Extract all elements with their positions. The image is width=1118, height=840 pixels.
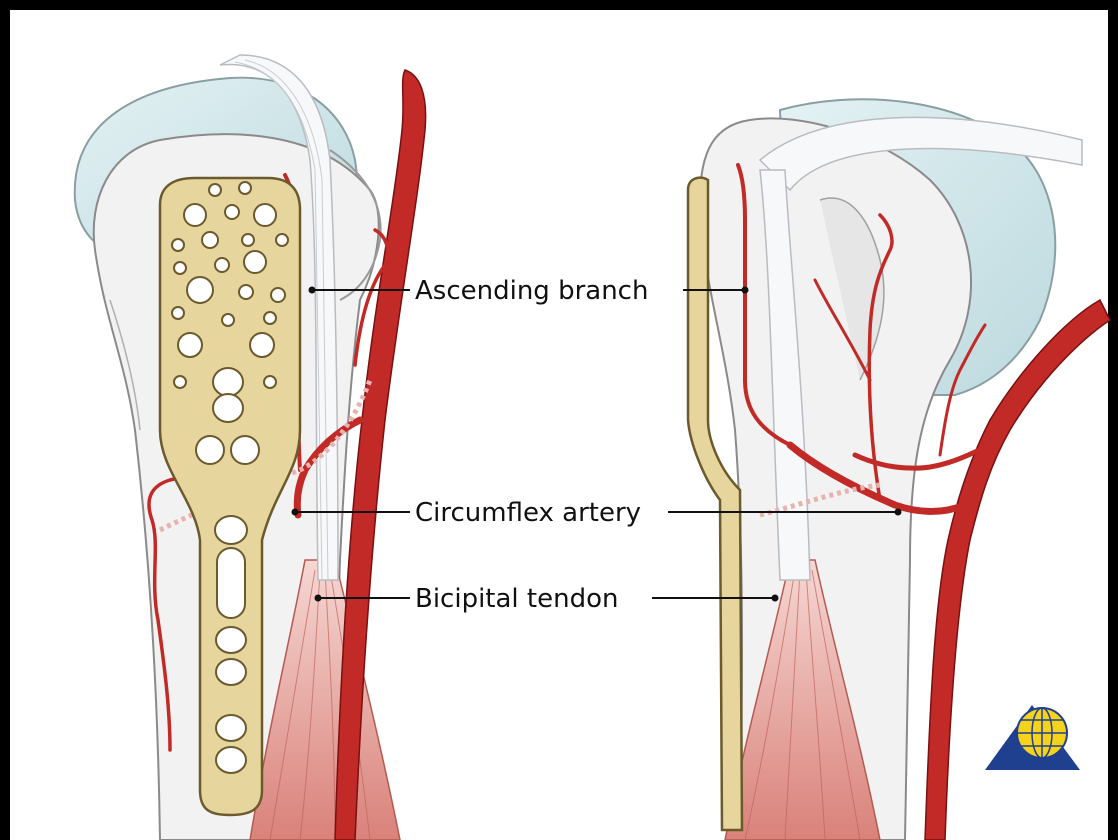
label-ascending-branch: Ascending branch: [415, 276, 648, 306]
label-bicipital-tendon: Bicipital tendon: [415, 584, 618, 614]
label-circumflex-artery: Circumflex artery: [415, 498, 641, 528]
